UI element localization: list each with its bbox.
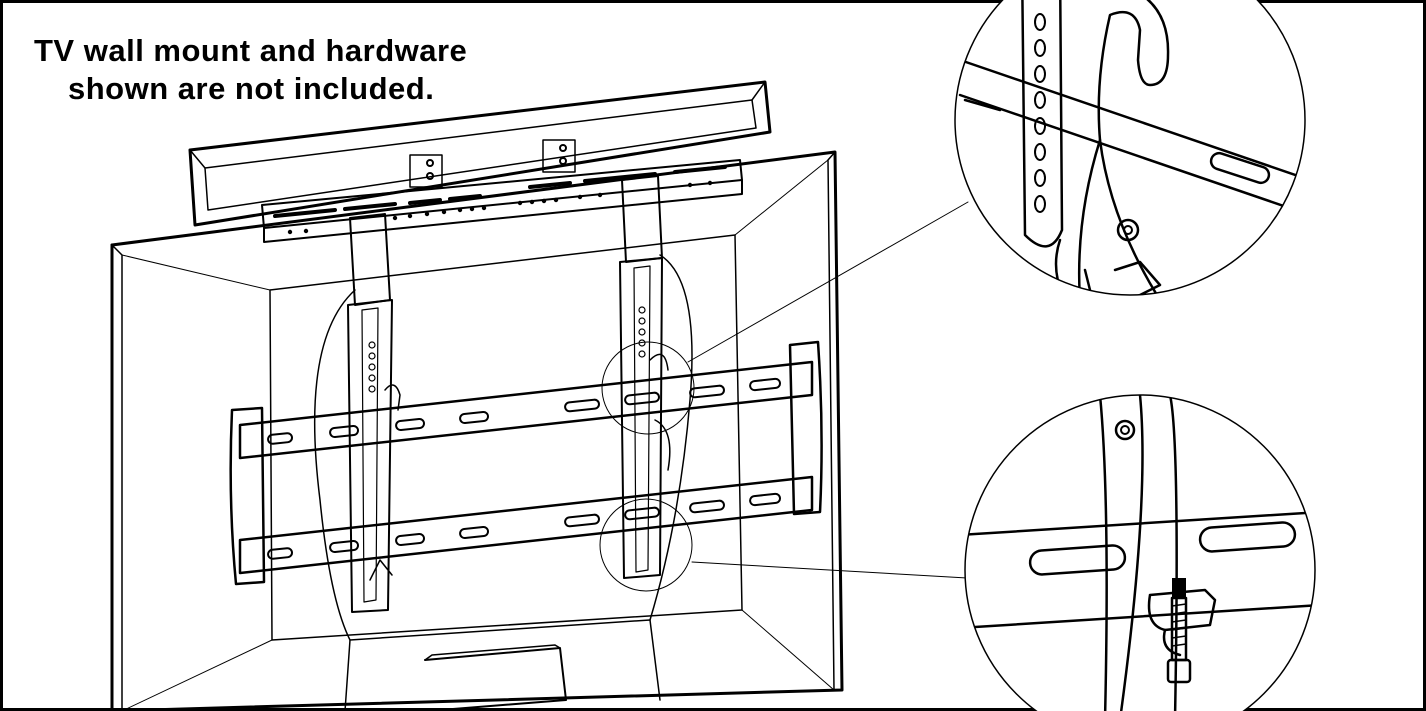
callout-circle-lower (599, 498, 693, 592)
detail-zoom-screw (964, 394, 1316, 711)
detail-zoom-hook (954, 0, 1306, 296)
right-vertical-arm (619, 175, 671, 579)
wall-plate (229, 340, 823, 586)
left-vertical-arm (347, 213, 401, 613)
disclaimer-line-2: shown are not included. (68, 71, 435, 106)
callout-circle-upper (601, 341, 695, 435)
soundbar (188, 80, 772, 227)
disclaimer-note: TV wall mount and hardware shown are not… (34, 32, 467, 108)
soundbar-bracket (261, 159, 743, 243)
disclaimer-line-1: TV wall mount and hardware (34, 33, 468, 68)
